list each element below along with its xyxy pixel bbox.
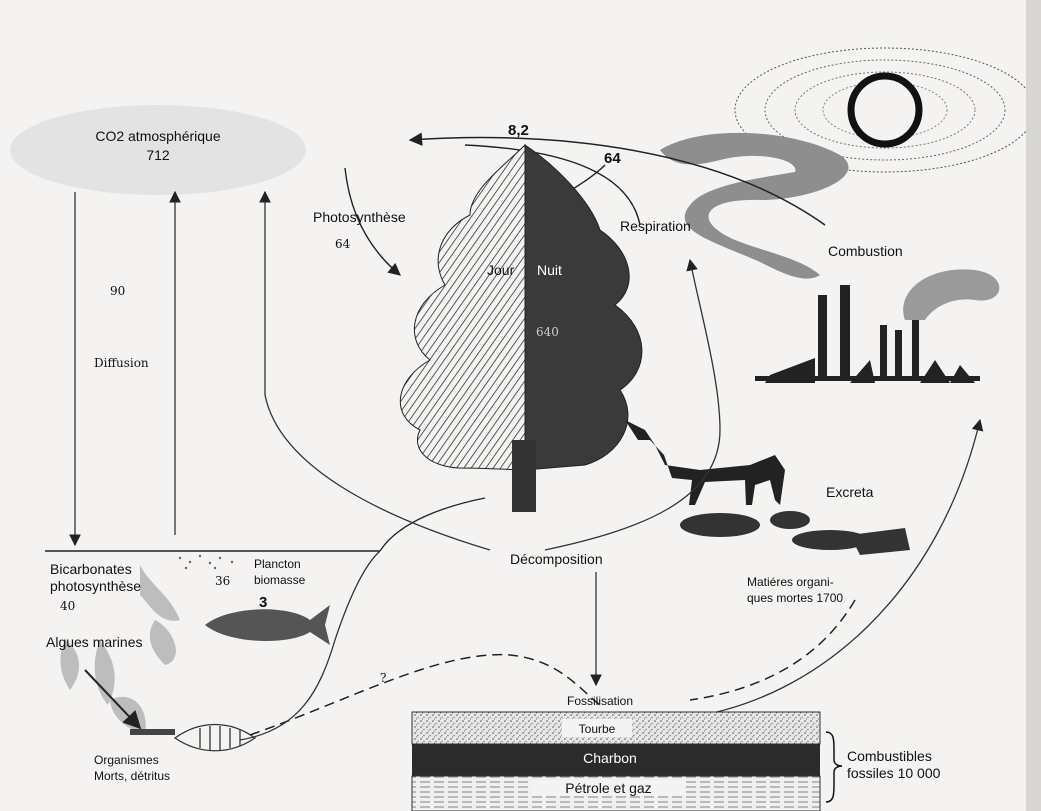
fossil-flux-value: 8,2: [508, 122, 529, 139]
dashed-path-deadmatter-to-fossil: [690, 600, 855, 700]
peat-layer-label: Tourbe: [562, 721, 632, 738]
photosynthesis-label: Photosynthèse: [313, 209, 406, 226]
fish-value: 3: [259, 594, 267, 611]
fish-skeleton-icon: [175, 725, 255, 751]
fossil-fuels-label-line1: Combustibles: [847, 748, 932, 765]
bicarbonates-label-line1: Bicarbonates: [50, 561, 132, 578]
smoke-plume: [660, 133, 848, 279]
tree-illustration: [400, 145, 642, 512]
respiration-label: Respiration: [620, 218, 691, 235]
night-label: Nuit: [537, 262, 562, 279]
decomposition-label: Décomposition: [510, 551, 603, 568]
question-mark-label: ?: [380, 670, 386, 687]
dead-organism-stick: [130, 729, 175, 735]
deer-illustration: [625, 420, 785, 505]
page-edge-strip: [1026, 0, 1041, 811]
organisms-label-line2: Morts, détritus: [94, 768, 170, 785]
organisms-label-line1: Organismes: [94, 752, 159, 769]
diffusion-value: 90: [110, 283, 125, 300]
tree-biomass-value: 640: [536, 324, 559, 341]
plankton-value: 36: [215, 573, 230, 590]
dead-matter-label-line2: ques mortes 1700: [747, 590, 843, 607]
smoke-plume-small: [903, 269, 999, 320]
oil-gas-layer-label: Pétrole et gaz: [531, 780, 686, 797]
bicarbonates-label-line2: photosynthèse: [50, 578, 141, 595]
coal-layer-label: Charbon: [540, 750, 680, 767]
dead-matter-illustration: [680, 511, 910, 555]
diffusion-label: Diffusion: [94, 355, 149, 372]
plankton-label-line1: Plancton: [254, 556, 301, 573]
excreta-label: Excreta: [826, 484, 873, 501]
day-label: Jour: [487, 262, 514, 279]
atmosphere-co2-label: CO2 atmosphérique: [58, 128, 258, 145]
plankton-dots: [179, 555, 233, 569]
fossilisation-label: Fossilisation: [567, 693, 633, 710]
combustion-label: Combustion: [828, 243, 903, 260]
dead-matter-label-line1: Matiéres organi-: [747, 574, 834, 591]
algae-label: Algues marines: [46, 634, 143, 651]
atmosphere-co2-value: 712: [58, 147, 258, 164]
fossil-to-combustion-arrow: [685, 420, 980, 718]
plankton-label-line2: biomasse: [254, 572, 305, 589]
photosynthesis-value: 64: [335, 236, 350, 253]
bicarbonates-value: 40: [60, 598, 75, 615]
fish-icon: [205, 605, 330, 645]
fossil-fuels-label-line2: fossiles 10 000: [847, 765, 940, 782]
fossil-brace: [826, 732, 842, 802]
respiration-flux-value: 64: [604, 150, 621, 167]
